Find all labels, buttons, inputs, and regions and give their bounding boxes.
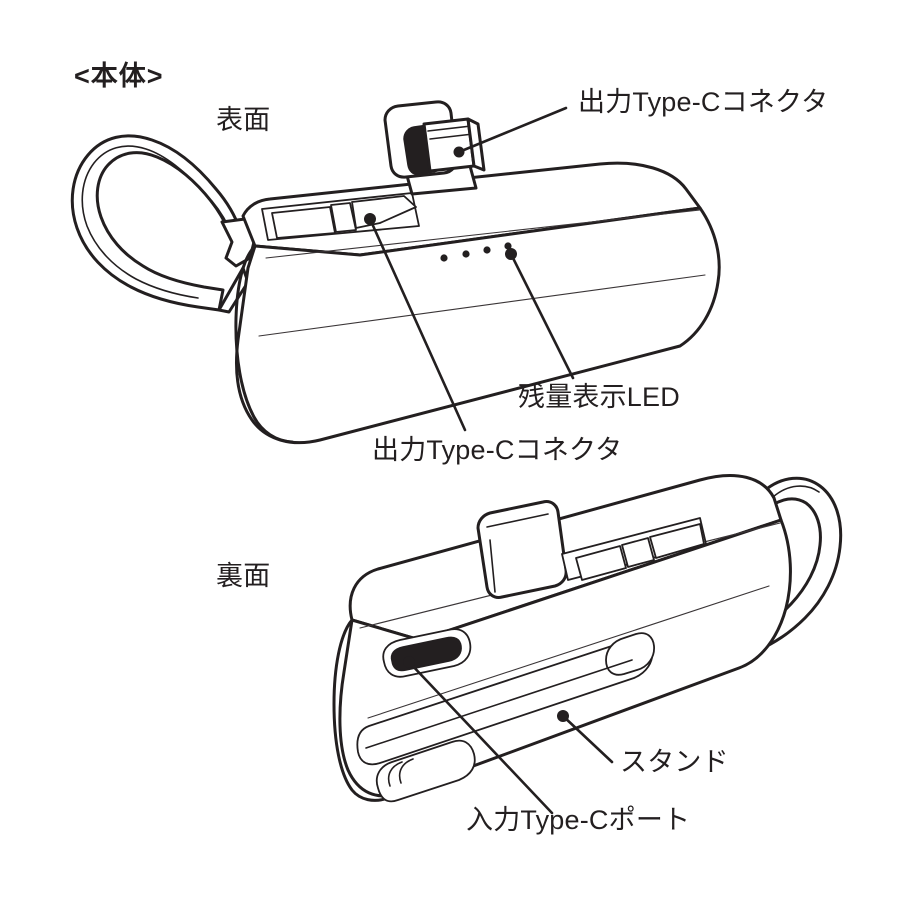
power-bank-body-front (234, 161, 721, 445)
output-type-c-connector-front (383, 100, 486, 196)
leader-battery-led (505, 248, 575, 380)
back-view-drawing (332, 474, 843, 815)
front-view-drawing (70, 100, 721, 445)
callout-battery-led: 残量表示LED (518, 382, 680, 412)
kickstand-groove (356, 632, 655, 766)
leader-output-connector-bottom (364, 213, 467, 432)
connector-bay-front (261, 192, 420, 241)
callout-output-connector-top: 出力Type-Cコネクタ (578, 87, 829, 117)
back-side-label: 裏面 (216, 561, 271, 591)
stand-lip-detail (375, 739, 476, 803)
leader-output-connector-top (453, 106, 568, 158)
battery-level-leds (440, 242, 512, 262)
callout-stand: スタンド (620, 747, 729, 777)
front-side-label: 表面 (216, 105, 271, 135)
section-title: <本体> (74, 61, 164, 91)
leader-input-port (403, 656, 554, 815)
leader-stand (557, 710, 614, 764)
callout-output-connector-bottom: 出力Type-Cコネクタ (372, 435, 623, 465)
output-type-c-connector-back (476, 500, 568, 599)
connector-bay-back (561, 517, 707, 581)
callout-input-port: 入力Type-Cポート (466, 805, 691, 835)
